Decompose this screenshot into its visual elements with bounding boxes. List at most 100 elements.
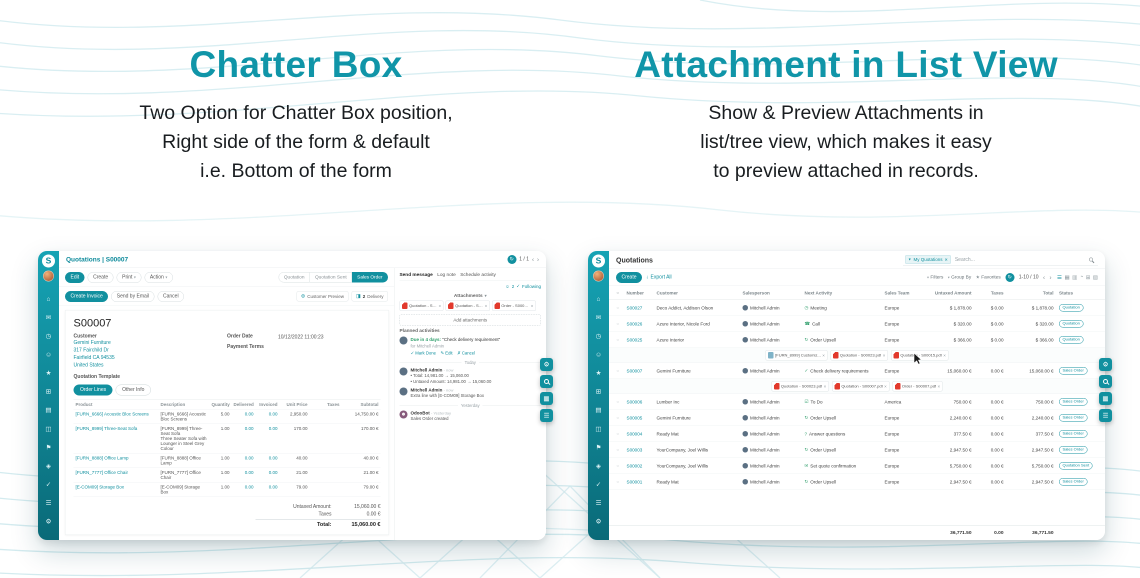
contacts-icon[interactable]: ☺ (595, 350, 602, 359)
pager-previous-icon[interactable]: ‹ (532, 255, 534, 263)
attachment-chip[interactable]: Order - S00007.pdf× (491, 300, 536, 311)
discuss-icon[interactable]: ✉ (45, 313, 52, 322)
row-next-activity[interactable]: ✉Set quote confirmation (803, 463, 883, 469)
remove-attachment-icon[interactable]: × (823, 383, 827, 389)
column-header-quantity[interactable]: Quantity (211, 402, 230, 407)
inventory-icon[interactable]: ◫ (595, 424, 602, 433)
home-icon[interactable]: ⌂ (46, 295, 51, 303)
add-attachments-button[interactable]: Add attachments (399, 314, 541, 326)
customer-preview-smart-button[interactable]: ⊚Customer Preview (296, 291, 349, 302)
map-view-icon[interactable]: ▧ (1092, 274, 1098, 281)
statusbar-step-sales-order[interactable]: Sales Order (352, 271, 388, 283)
contacts-icon[interactable]: ☺ (45, 350, 52, 359)
menu-fab[interactable]: ☰ (540, 409, 553, 422)
purchase-icon[interactable]: ⚑ (45, 443, 52, 451)
attachment-chip[interactable]: [FURN_8999] Customiz...× (765, 350, 828, 361)
row-number[interactable]: S00006 (626, 399, 643, 405)
row-number[interactable]: S00003 (626, 447, 643, 453)
row-next-activity[interactable]: ✓Check delivery requirements (803, 368, 883, 374)
row-checkbox[interactable]: ○ (616, 321, 619, 327)
log-note-button[interactable]: Log note (437, 272, 456, 278)
apps-fab[interactable]: ▦ (540, 392, 553, 405)
list-column-taxes[interactable]: Taxes (990, 290, 1004, 296)
statusbar-step-quotation-sent[interactable]: Quotation Sent (309, 271, 353, 283)
settings-fab[interactable]: ⚙ (540, 358, 553, 371)
project-icon[interactable]: ✓ (45, 480, 52, 488)
pager-next-icon[interactable]: › (1049, 273, 1052, 281)
cancel-button[interactable]: ✗ Cancel (457, 350, 476, 356)
remove-attachment-icon[interactable]: × (884, 383, 887, 389)
row-next-activity[interactable]: ↻Order Upsell (803, 479, 883, 485)
row-number[interactable]: S00001 (626, 479, 643, 485)
create-button[interactable]: Create (616, 271, 643, 283)
attachment-chip[interactable]: Quotation - S00023.pdf× (830, 350, 888, 361)
attachment-chip[interactable]: Quotation - S00007.pdf× (445, 300, 490, 311)
list-column-total[interactable]: Total (1042, 290, 1054, 296)
remove-attachment-icon[interactable]: × (943, 352, 946, 358)
apps-fab[interactable]: ▦ (1099, 392, 1112, 405)
customer-name-link[interactable]: Gemini Furniture (73, 340, 111, 346)
list-column-salesperson[interactable]: Salesperson (742, 290, 770, 296)
send-by-email-button[interactable]: Send by Email (111, 290, 155, 302)
crm-icon[interactable]: ★ (595, 369, 602, 377)
row-checkbox[interactable]: ○ (616, 305, 619, 311)
search-input[interactable]: Search... (954, 256, 975, 263)
timesheet-icon[interactable]: ☰ (45, 498, 52, 507)
row-number[interactable]: S00027 (626, 305, 643, 311)
row-number[interactable]: S00002 (626, 463, 643, 469)
export-all-button[interactable]: ↓ Export All (646, 275, 672, 281)
row-checkbox[interactable]: ○ (616, 479, 619, 485)
send-message-button[interactable]: Send message (399, 272, 433, 278)
attachment-chip[interactable]: Quotation - S00023.pdf× (399, 300, 444, 311)
calendar-icon[interactable]: ◷ (45, 332, 52, 340)
accounting-icon[interactable]: ◈ (596, 461, 601, 470)
sales-icon[interactable]: ⊞ (45, 387, 52, 396)
search-filter-chip[interactable]: ▼ My Quotations ✕ (905, 255, 951, 264)
remove-attachment-icon[interactable]: × (438, 303, 442, 309)
row-next-activity[interactable]: ↻Order Upsell (803, 447, 883, 453)
column-header-description[interactable]: Description (160, 402, 186, 407)
remove-attachment-icon[interactable]: × (530, 303, 534, 309)
refresh-button[interactable]: ↻ (507, 254, 517, 264)
row-next-activity[interactable]: ◷Meeting (803, 305, 883, 311)
row-number[interactable]: S00025 (626, 337, 643, 343)
action-menu-button[interactable]: Action (144, 271, 173, 283)
remove-attachment-icon[interactable]: × (484, 303, 488, 309)
row-checkbox[interactable]: ○ (616, 368, 619, 374)
attachment-chip[interactable]: Order - S00007.pdf× (892, 381, 943, 392)
order-line-row[interactable]: [FURN_8999] Three-Seat Sofa[FURN_8999] T… (73, 424, 381, 454)
mark-done-button[interactable]: ✓ Mark Done (410, 350, 437, 356)
order-line-row[interactable]: [FURN_8888] Office Lamp[FURN_8888] Offic… (73, 454, 381, 468)
row-next-activity[interactable]: ☎Call (803, 321, 883, 327)
remove-attachment-icon[interactable]: × (882, 352, 886, 358)
create-button[interactable]: Create (87, 271, 114, 283)
row-number[interactable]: S00005 (626, 415, 643, 421)
select-all-checkbox[interactable]: ○ (616, 290, 619, 296)
row-next-activity[interactable]: ?Answer questions (803, 431, 883, 436)
kanban-view-icon[interactable]: ▦ (1064, 274, 1070, 281)
dashboard-icon[interactable]: ▤ (595, 406, 602, 414)
column-header-product[interactable]: Product (75, 402, 93, 407)
remove-filter-icon[interactable]: ✕ (944, 257, 948, 262)
purchase-icon[interactable]: ⚑ (595, 443, 602, 451)
attachment-chip[interactable]: Quotation - S00023.pdf× (771, 381, 829, 392)
row-next-activity[interactable]: ↻Order Upsell (803, 337, 883, 343)
sales-icon[interactable]: ⊞ (595, 387, 602, 396)
inventory-icon[interactable]: ◫ (45, 424, 52, 433)
list-column-sales-team[interactable]: Sales Team (884, 290, 910, 296)
column-header-delivered[interactable]: Delivered (233, 402, 254, 407)
project-icon[interactable]: ✓ (595, 480, 602, 488)
user-avatar[interactable] (593, 270, 604, 282)
row-next-activity[interactable]: ☑To Do (803, 399, 883, 405)
edit-button[interactable]: ✎ Edit (440, 350, 453, 356)
list-column-untaxed-amount[interactable]: Untaxed Amount (934, 290, 972, 296)
remove-attachment-icon[interactable]: × (822, 352, 825, 358)
